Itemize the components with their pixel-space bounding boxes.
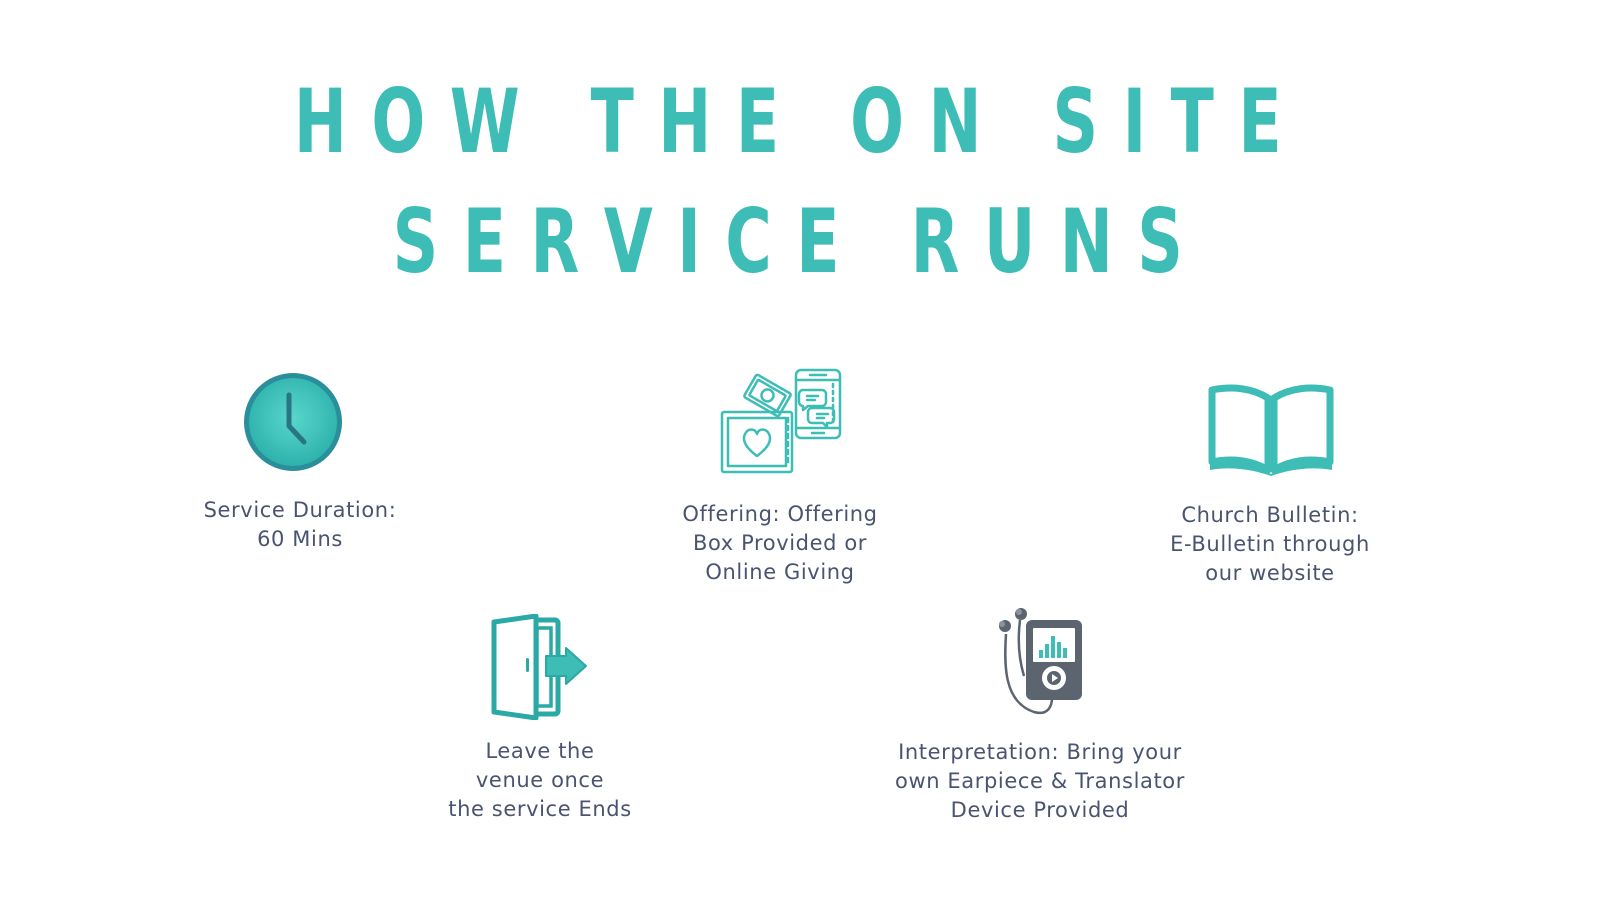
caption-service-duration: Service Duration: 60 Mins <box>203 498 397 551</box>
page-title: HOW THE ON SITE SERVICE RUNS <box>224 62 1376 302</box>
clock-icon <box>244 373 342 471</box>
audio-player-earphones-icon <box>999 608 1082 715</box>
title-line-1: HOW THE ON SITE <box>293 70 1307 173</box>
caption-offering: Offering: Offering Box Provided or Onlin… <box>682 502 878 584</box>
caption-exit: Leave the venue once the service Ends <box>448 739 632 821</box>
offering-box-phone-icon <box>720 368 842 474</box>
caption-interpretation: Interpretation: Bring your own Earpiece … <box>895 740 1185 822</box>
exit-door-icon <box>491 614 587 720</box>
open-book-icon <box>1208 384 1334 476</box>
title-line-2: SERVICE RUNS <box>392 190 1208 293</box>
caption-church-bulletin: Church Bulletin: E-Bulletin through our … <box>1170 503 1370 585</box>
